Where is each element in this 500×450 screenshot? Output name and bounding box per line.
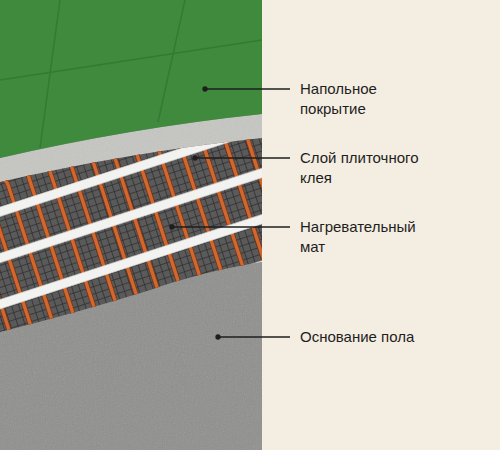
leader-dot [203,87,207,91]
tile-joints [0,0,262,148]
mounting-tape [0,177,262,328]
leader-dot [216,335,220,339]
leader-lines [170,87,290,339]
leader-dot [193,156,197,160]
concrete-base [0,0,262,450]
mounting-tape [0,219,262,370]
leader-dot [170,225,174,229]
callout-label: Нагревательный мат [300,217,430,257]
callout-label: Напольное покрытие [300,79,430,119]
leader-line [205,88,290,89]
callout-label: Основание пола [300,327,430,347]
leader-line [172,226,290,227]
leader-line [218,336,290,337]
callout-label: Слой плиточного клея [300,148,430,188]
text-panel [262,0,500,450]
floor-covering [0,0,262,158]
leader-line [195,157,290,158]
